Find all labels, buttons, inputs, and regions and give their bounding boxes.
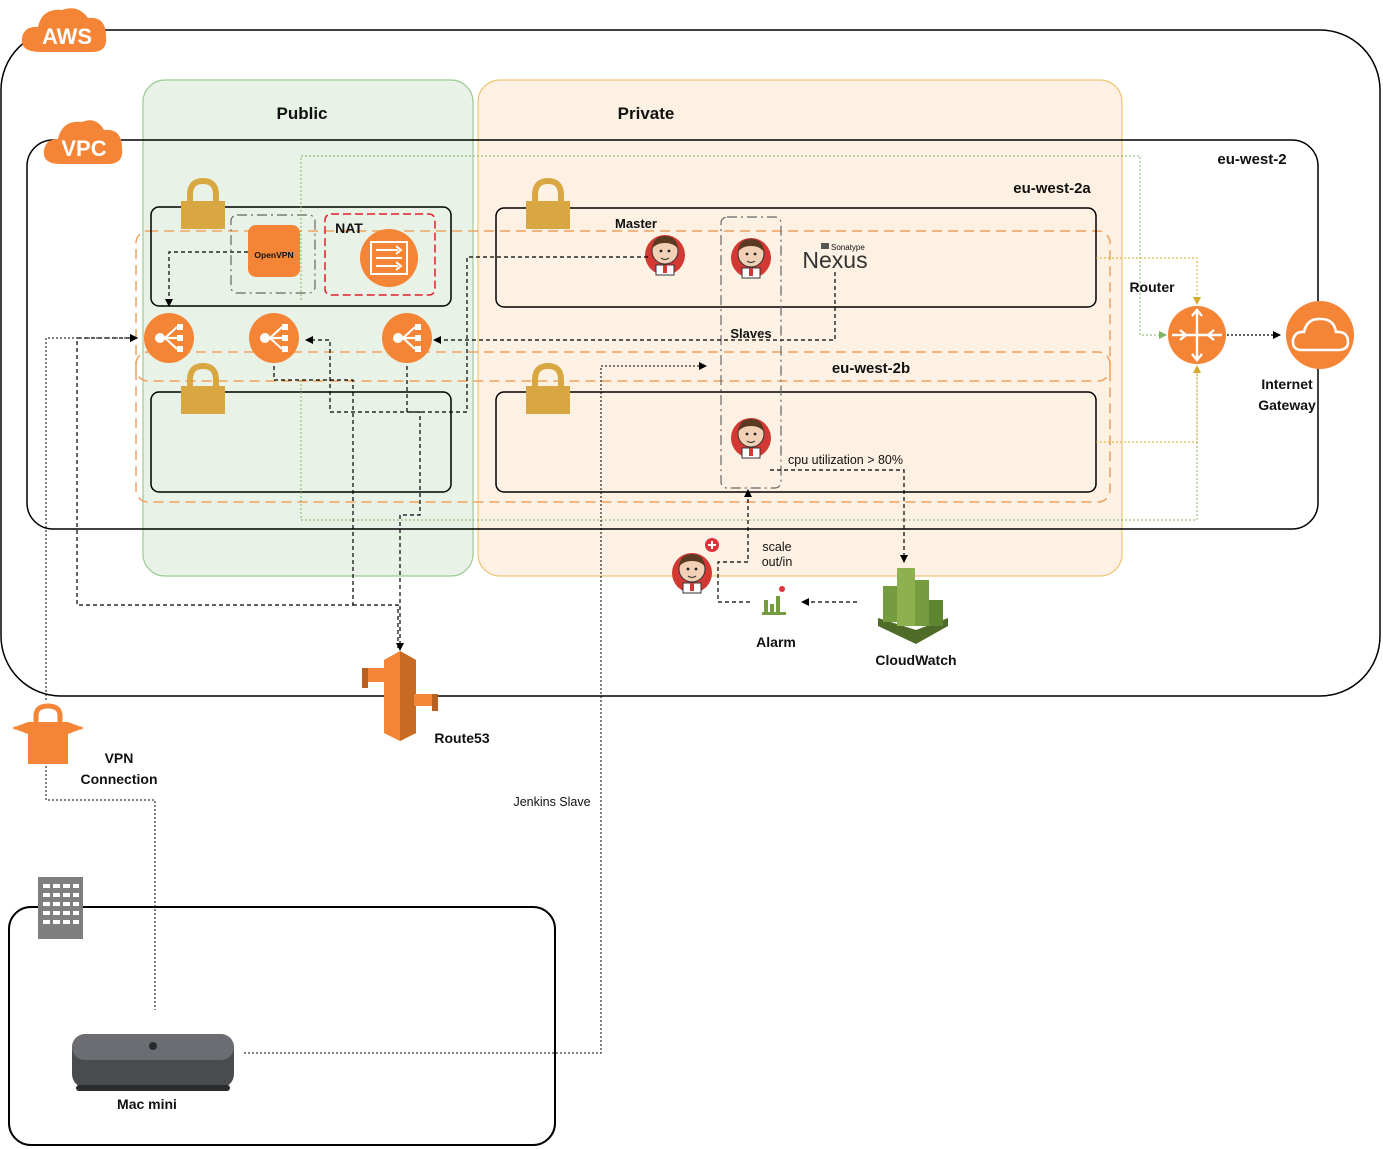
cloudwatch-icon	[878, 568, 948, 644]
nexus-logo: Sonatype Nexus	[802, 243, 868, 273]
cloud-icon	[1286, 301, 1354, 369]
scale-label-line2: out/in	[762, 555, 793, 569]
slaves-group	[720, 216, 782, 489]
private-label: Private	[618, 104, 675, 123]
jenkins-slave-label: Jenkins Slave	[513, 795, 590, 809]
openvpn-label: OpenVPN	[254, 250, 293, 260]
jenkins-icon	[644, 234, 686, 276]
vpc-label: VPC	[61, 136, 106, 161]
jenkins-icon	[730, 237, 772, 279]
az-a-boundary	[135, 230, 1111, 382]
scale-label-line1: scale	[762, 540, 791, 554]
vpn-lock-icon	[12, 703, 84, 764]
az-b-boundary	[135, 351, 1111, 503]
az-b-label: eu-west-2b	[832, 360, 910, 377]
on-prem-boundary	[8, 906, 556, 1146]
alarm-label: Alarm	[756, 634, 796, 650]
load-balancer-icon	[142, 311, 196, 365]
jenkins-icon	[671, 552, 713, 594]
add-badge-icon	[705, 538, 719, 552]
vpn-label-line2: Connection	[81, 771, 158, 787]
cloudwatch-label: CloudWatch	[875, 652, 956, 668]
nexus-brand: Sonatype	[831, 243, 865, 252]
cpu-label: cpu utilization > 80%	[788, 453, 903, 467]
network-links	[45, 155, 1281, 1054]
az-a-label: eu-west-2a	[1013, 180, 1091, 197]
building-icon	[38, 877, 83, 939]
mac-mini-icon	[72, 1034, 234, 1091]
igw-label-line2: Gateway	[1258, 397, 1316, 413]
openvpn-instance: OpenVPN	[248, 225, 300, 277]
route53-icon	[362, 651, 438, 741]
master-label: Master	[615, 216, 657, 231]
alarm-icon	[762, 586, 786, 615]
private-zone	[477, 79, 1123, 577]
public-zone	[142, 79, 474, 577]
nat-label: NAT	[335, 220, 363, 236]
jenkins-icon	[730, 417, 772, 459]
router-label: Router	[1129, 279, 1175, 295]
vpn-label-line1: VPN	[105, 750, 134, 766]
slaves-label: Slaves	[730, 326, 771, 341]
openvpn-group	[230, 214, 316, 294]
public-label: Public	[276, 104, 327, 123]
router-icon	[1168, 306, 1226, 364]
route53-label: Route53	[434, 730, 489, 746]
nexus-label: Nexus	[802, 247, 867, 273]
load-balancer-icon	[247, 311, 301, 365]
igw-label-line1: Internet	[1261, 376, 1313, 392]
nat-gateway-icon	[360, 229, 418, 287]
aws-label: AWS	[42, 24, 92, 49]
vpc-badge: VPC	[43, 120, 123, 164]
mac-mini-label: Mac mini	[117, 1096, 177, 1112]
region-label: eu-west-2	[1217, 151, 1286, 168]
nat-group	[324, 213, 436, 296]
aws-cloud-boundary	[0, 29, 1381, 697]
load-balancer-icon	[380, 311, 434, 365]
aws-badge: AWS	[21, 8, 107, 52]
